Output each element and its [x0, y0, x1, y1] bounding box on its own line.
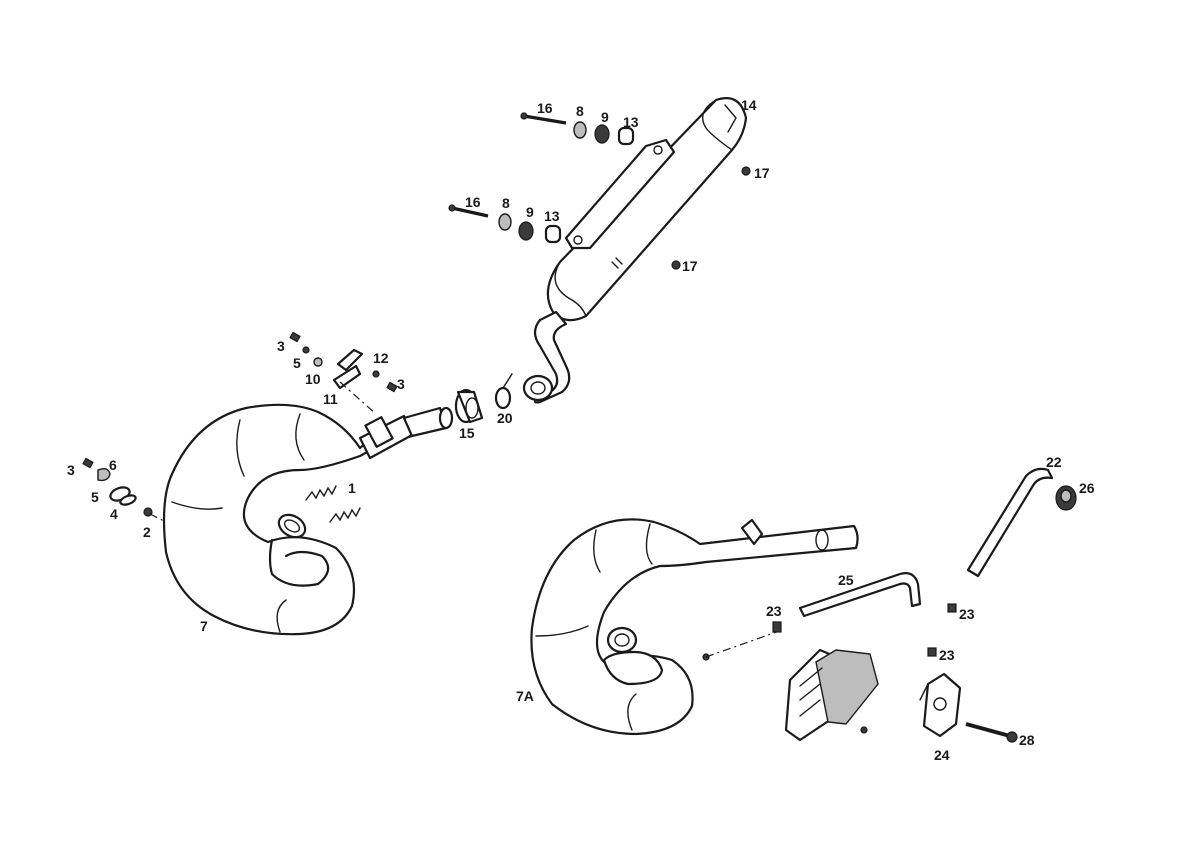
- label-3: 3: [397, 376, 405, 392]
- expansion-chamber-7: [162, 403, 454, 636]
- nuts-23: [772, 603, 957, 657]
- label-10: 10: [305, 371, 321, 387]
- mount-hardware-left: [82, 457, 167, 523]
- label-16: 16: [537, 100, 553, 116]
- label-14: 14: [741, 97, 757, 113]
- silencer-fasteners-lower: [448, 204, 562, 244]
- silencer-fasteners-upper: [520, 112, 635, 146]
- nut-17: [671, 166, 751, 270]
- expansion-chamber-7a: [530, 518, 859, 736]
- label-4: 4: [110, 506, 118, 522]
- sleeve-15: [454, 388, 484, 424]
- label-23: 23: [766, 603, 782, 619]
- callout-labels: 1 2 3 3 3 4 5 5 6 7 7A 8 8 9 9 10 11 12 …: [67, 97, 1095, 763]
- label-17: 17: [754, 165, 770, 181]
- pipe-25: [798, 572, 922, 618]
- label-15: 15: [459, 425, 475, 441]
- label-16: 16: [465, 194, 481, 210]
- label-8: 8: [502, 195, 510, 211]
- label-24: 24: [934, 747, 950, 763]
- label-7a: 7A: [516, 688, 534, 704]
- label-12: 12: [373, 350, 389, 366]
- housing-24: [919, 672, 962, 738]
- label-5: 5: [293, 355, 301, 371]
- label-7: 7: [200, 618, 208, 634]
- label-8: 8: [576, 103, 584, 119]
- bolt-28: [965, 722, 1018, 743]
- label-28: 28: [1019, 732, 1035, 748]
- label-1: 1: [348, 480, 356, 496]
- spring-20: [494, 373, 513, 410]
- label-9: 9: [526, 204, 534, 220]
- label-20: 20: [497, 410, 513, 426]
- pipe-22: [966, 467, 1054, 578]
- label-25: 25: [838, 572, 854, 588]
- bracket-assembly: [784, 648, 879, 742]
- label-13: 13: [623, 114, 639, 130]
- label-13: 13: [544, 208, 560, 224]
- mount-hardware-upper: [289, 331, 398, 415]
- label-5: 5: [91, 489, 99, 505]
- cap-26: [1055, 485, 1077, 511]
- label-9: 9: [601, 109, 609, 125]
- label-23: 23: [939, 647, 955, 663]
- label-22: 22: [1046, 454, 1062, 470]
- silencer: [522, 97, 748, 404]
- label-3: 3: [277, 338, 285, 354]
- label-3: 3: [67, 462, 75, 478]
- label-11: 11: [323, 391, 338, 407]
- label-6: 6: [109, 457, 117, 473]
- springs-1: [305, 485, 361, 523]
- label-26: 26: [1079, 480, 1095, 496]
- label-2: 2: [143, 524, 151, 540]
- label-23: 23: [959, 606, 975, 622]
- label-17: 17: [682, 258, 698, 274]
